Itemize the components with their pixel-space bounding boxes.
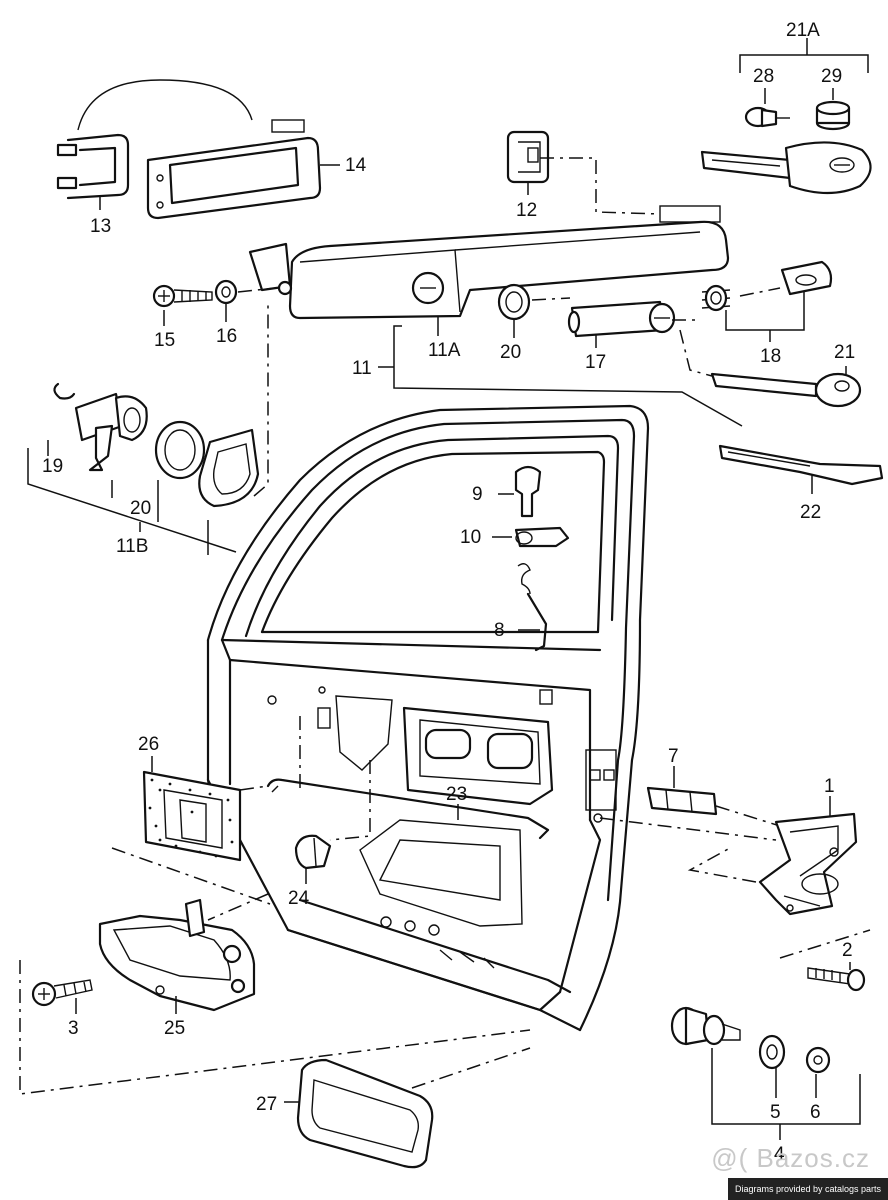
- part-10-guide: [492, 526, 570, 548]
- label-18: 18: [760, 346, 781, 367]
- label-16: 16: [216, 326, 237, 347]
- part-1-lock: [599, 796, 858, 916]
- label-21a: 21A: [786, 20, 820, 41]
- label-11a: 11A: [428, 340, 461, 361]
- part-7-connector: [646, 766, 781, 827]
- label-5: 5: [770, 1102, 781, 1123]
- part-4-stud-set: [670, 1006, 861, 1140]
- label-6: 6: [810, 1102, 821, 1123]
- part-27-bezel: [284, 1047, 531, 1169]
- label-13: 13: [90, 216, 111, 237]
- label-4: 4: [774, 1144, 785, 1165]
- label-12: 12: [516, 200, 537, 221]
- label-7: 7: [668, 746, 679, 767]
- label-1: 1: [824, 776, 835, 797]
- label-22: 22: [800, 502, 821, 523]
- label-19: 19: [42, 456, 63, 477]
- label-20-upper: 20: [500, 342, 521, 363]
- part-21-key: [679, 329, 862, 408]
- label-14: 14: [345, 155, 367, 176]
- part-9-lock-knob: [498, 465, 542, 518]
- part-11-outer-handle: [248, 205, 743, 427]
- part-15-screw: [152, 284, 213, 326]
- label-9: 9: [472, 484, 483, 505]
- label-28: 28: [753, 66, 774, 87]
- label-15: 15: [154, 330, 175, 351]
- part-13-clip: [56, 133, 130, 210]
- watermark: @( Bazos.cz: [711, 1143, 870, 1173]
- part-8-rod: [517, 563, 548, 652]
- label-21: 21: [834, 342, 855, 363]
- label-27: 27: [256, 1094, 277, 1115]
- callout-labels: 21A 28 29 14 13 12 15 16 11A 20 17 18 21…: [42, 20, 855, 1165]
- part-17-lock-cylinder: [567, 300, 700, 348]
- label-25: 25: [164, 1018, 185, 1039]
- door-frame: [206, 404, 650, 1032]
- label-29: 29: [821, 66, 842, 87]
- label-23: 23: [446, 784, 467, 805]
- part-14-gasket: [146, 119, 340, 220]
- part-11b-group: [27, 300, 269, 555]
- part-16-washer: [214, 279, 277, 322]
- label-26: 26: [138, 734, 159, 755]
- label-24: 24: [288, 888, 310, 909]
- label-10: 10: [460, 527, 481, 548]
- part-23-rod: [266, 716, 550, 841]
- label-17: 17: [585, 352, 606, 373]
- footer-credit: Diagrams provided by catalogs parts: [728, 1178, 888, 1200]
- part-18-spring: [701, 260, 833, 342]
- part-2-screw: [779, 929, 871, 992]
- label-20-lower: 20: [130, 498, 151, 519]
- label-2: 2: [842, 940, 853, 961]
- label-8: 8: [494, 620, 505, 641]
- part-28-bulb: [744, 88, 790, 128]
- part-26-foam: [111, 756, 271, 905]
- label-11: 11: [352, 358, 372, 379]
- part-25-inner-handle: [19, 893, 531, 1095]
- bracket-21a: [739, 38, 869, 73]
- part-3-screw: [31, 979, 93, 1014]
- part-24-clip: [294, 834, 332, 884]
- part-29-cylinder: [815, 88, 851, 131]
- label-11b: 11B: [116, 536, 148, 557]
- part-21a-remote-key: [700, 141, 872, 195]
- part-20-ring-upper: [497, 283, 571, 338]
- part-22-key-blank: [718, 444, 884, 494]
- label-3: 3: [68, 1018, 79, 1039]
- part-12-cover: [506, 130, 661, 215]
